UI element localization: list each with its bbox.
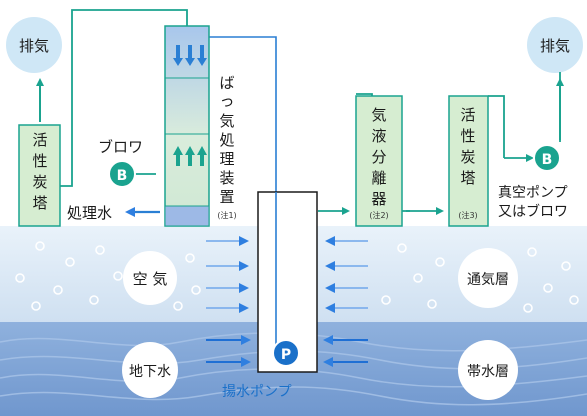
svg-text:性: 性 (32, 152, 47, 170)
svg-text:っ: っ (219, 92, 234, 110)
vacuum-pump-label-1: 真空ポンプ (498, 185, 568, 201)
svg-text:炭: 炭 (32, 173, 47, 191)
note2: (注2) (369, 210, 388, 220)
svg-text:理: 理 (219, 150, 234, 168)
exhaust-left-label: 排気 (19, 37, 49, 55)
groundwater-badge (122, 342, 178, 398)
svg-text:分: 分 (371, 148, 386, 166)
bubbling-unit-label: ば っ 気 処 理 装 置 (219, 74, 234, 206)
separator-label: 気 液 分 離 器 (371, 106, 386, 208)
svg-text:ば: ば (219, 74, 234, 92)
air-label: 空 気 (133, 270, 168, 288)
aquifer-badge (458, 340, 518, 400)
vacuum-pump-label-2: 又はブロワ (498, 203, 568, 220)
pump-label: 揚水ポンプ (222, 383, 292, 400)
carbon-tower-left-label: 活 性 炭 塔 (32, 131, 47, 212)
svg-text:置: 置 (219, 188, 234, 206)
pump-badge-letter: P (281, 347, 291, 363)
carbon-tower-left (18, 124, 61, 227)
air-bubbles (15, 241, 579, 313)
carbon-tower-right (448, 95, 489, 227)
svg-text:塔: 塔 (460, 169, 475, 187)
air-badge (123, 251, 177, 305)
pump-badge (272, 339, 300, 367)
aquifer-label: 帯水層 (467, 364, 509, 380)
inflow-arrows-right (325, 236, 368, 313)
vacuum-blower-badge (533, 144, 561, 172)
aeration-layer-badge (458, 248, 518, 308)
svg-text:気: 気 (371, 106, 386, 124)
note3: (注3) (458, 210, 477, 220)
exhaust-right-circle (527, 17, 583, 73)
svg-text:気: 気 (219, 112, 234, 130)
carbon-tower-right-label: 活 性 炭 塔 (460, 106, 475, 187)
svg-text:離: 離 (371, 169, 386, 187)
svg-text:活: 活 (32, 131, 47, 149)
svg-text:液: 液 (371, 127, 386, 145)
note1: (注1) (217, 210, 236, 220)
blower-badge-letter: B (117, 168, 128, 184)
svg-text:塔: 塔 (32, 194, 47, 212)
exhaust-right-label: 排気 (540, 37, 570, 55)
tower-base (164, 205, 210, 227)
svg-text:活: 活 (460, 106, 475, 124)
svg-text:装: 装 (219, 169, 234, 187)
svg-text:性: 性 (460, 127, 475, 145)
gas-liquid-separator (355, 95, 403, 227)
svg-text:器: 器 (371, 190, 386, 208)
svg-text:処: 処 (219, 131, 234, 149)
treated-water-label: 処理水 (67, 204, 112, 222)
inflow-arrows-left (206, 236, 249, 313)
groundwater-label: 地下水 (129, 364, 171, 380)
exhaust-left-circle (6, 17, 62, 73)
groundwater-arrows (206, 335, 368, 367)
blower-label: ブロワ (98, 138, 143, 156)
vacuum-blower-badge-letter: B (542, 152, 553, 168)
up-arrows-icon (173, 146, 207, 166)
aeration-layer-label: 通気層 (467, 272, 509, 288)
svg-text:炭: 炭 (460, 148, 475, 166)
blower-badge (108, 160, 136, 188)
down-arrows-icon (173, 45, 207, 66)
